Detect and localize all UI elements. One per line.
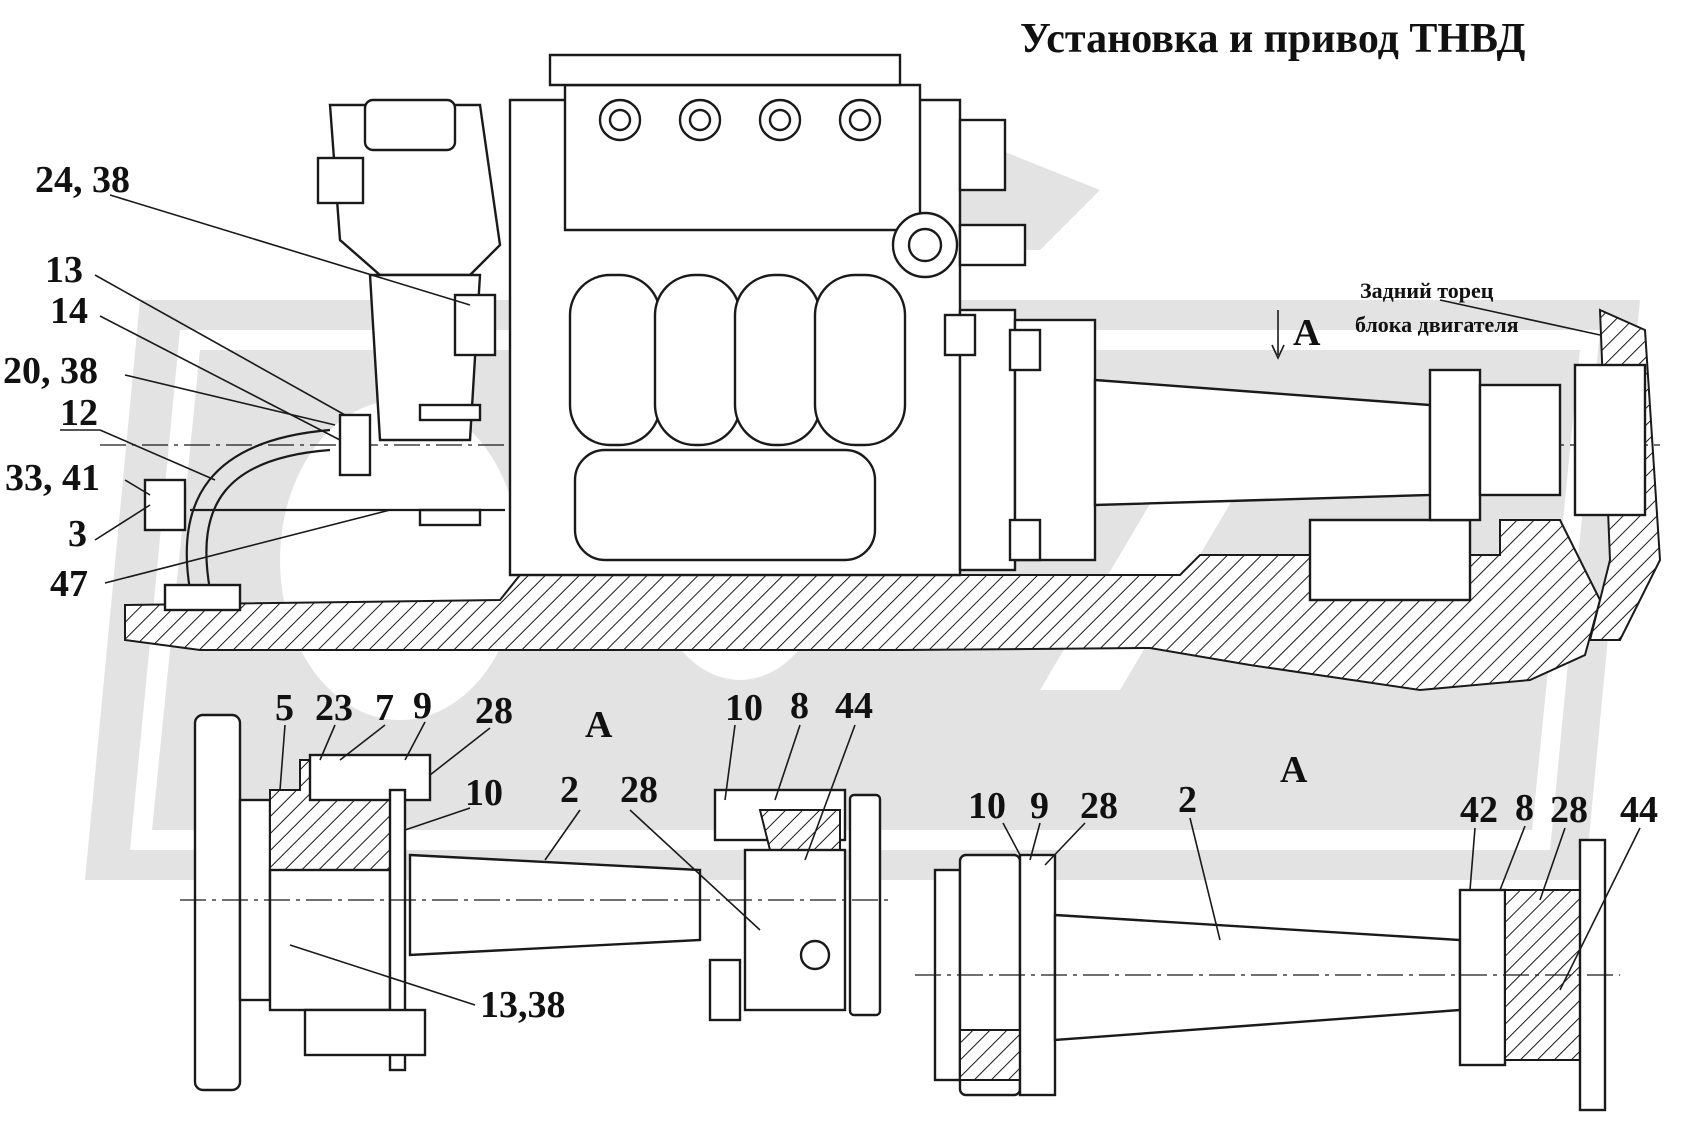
note-line-2: блока двигателя [1355, 312, 1519, 337]
main-assembly-view [100, 53, 1662, 692]
label-2-right: 2 [1178, 779, 1197, 821]
drive-pulley [193, 713, 242, 1092]
shaft-view-a-right [1053, 913, 1462, 1042]
label-44: 44 [835, 685, 873, 727]
label-28a-right: 28 [1080, 785, 1118, 827]
shaft-view-a [408, 853, 702, 957]
label-7: 7 [375, 687, 394, 729]
label-28b-right: 28 [1550, 789, 1588, 831]
label-28b: 28 [620, 769, 658, 811]
label-23: 23 [315, 687, 353, 729]
label-33-41: 33, 41 [5, 457, 100, 499]
label-13: 13 [45, 249, 83, 291]
label-12: 12 [60, 392, 98, 434]
label-10a: 10 [465, 772, 503, 814]
label-10-right: 10 [968, 785, 1006, 827]
pump-outlet-fittings [598, 98, 882, 142]
label-10b: 10 [725, 687, 763, 729]
label-24-38: 24, 38 [35, 159, 130, 201]
base-plate-section [124, 519, 1602, 692]
label-9: 9 [413, 685, 432, 727]
label-28a: 28 [475, 690, 513, 732]
label-5: 5 [275, 687, 294, 729]
base-window [1308, 518, 1472, 602]
label-14: 14 [50, 290, 88, 332]
fuel-pipe [185, 428, 331, 591]
label-8-right: 8 [1515, 787, 1534, 829]
label-2: 2 [560, 769, 579, 811]
label-13-38: 13,38 [480, 984, 566, 1026]
label-47: 47 [50, 563, 88, 605]
view-a-left [180, 713, 890, 1092]
note-line-1: Задний торец [1360, 278, 1494, 303]
section-mark-a-top: A [1293, 312, 1321, 354]
label-8: 8 [790, 685, 809, 727]
label-44-right: 44 [1620, 789, 1658, 831]
section-mark-a-left: A [585, 704, 613, 746]
section-mark-a-right: A [1280, 749, 1308, 791]
label-3: 3 [68, 513, 87, 555]
label-9-right: 9 [1030, 785, 1049, 827]
clamp-bolt [308, 753, 432, 802]
pump-lobes [568, 273, 907, 447]
label-20-38: 20, 38 [3, 350, 98, 392]
view-a-right [915, 838, 1620, 1112]
drawing-title: Установка и привод ТНВД [1020, 16, 1525, 62]
banjo-fitting [338, 413, 372, 477]
label-42: 42 [1460, 789, 1498, 831]
